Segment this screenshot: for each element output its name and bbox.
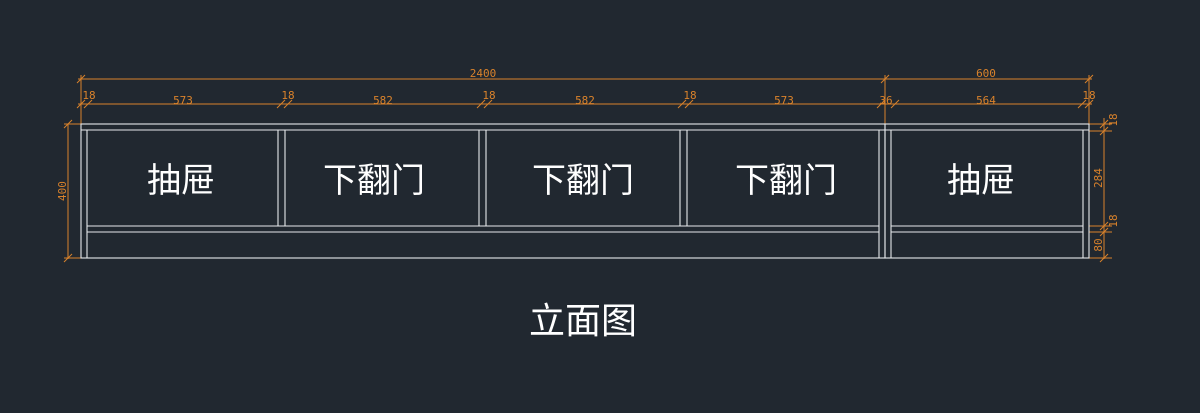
right-height-dimension: 18 284 18 80 [1089,113,1120,263]
dim-2400: 2400 [470,67,497,80]
dim-seg-8: 573 [774,94,794,107]
compartment-label-flap-door-2: 下翻门 [532,161,634,201]
dim-seg-11: 18 [1082,89,1095,102]
segment-dimension: 18 573 18 582 18 582 18 573 36 564 18 [76,89,1096,109]
dim-seg-5: 18 [482,89,495,102]
drawing-title: 立面图 [529,301,637,342]
compartment-label-drawer-right: 抽屉 [947,161,1015,201]
dim-400: 400 [56,181,69,201]
dim-seg-4: 582 [373,94,393,107]
dim-right-18-mid: 18 [1107,214,1120,227]
dim-seg-6: 582 [575,94,595,107]
dim-seg-9: 36 [879,94,892,107]
dim-600: 600 [976,67,996,80]
left-height-dimension: 400 [56,119,81,263]
side-cabinet-outline [884,123,1090,259]
dim-right-284: 284 [1092,168,1105,188]
dim-seg-7: 18 [683,89,696,102]
compartment-label-flap-door-1: 下翻门 [323,161,425,201]
overall-dimension: 2400 600 [76,67,1094,125]
dim-right-18-top: 18 [1107,113,1120,126]
dim-seg-1: 18 [82,89,95,102]
compartment-label-drawer-left: 抽屉 [147,161,215,201]
dim-seg-10: 564 [976,94,996,107]
compartment-label-flap-door-3: 下翻门 [735,161,837,201]
dim-seg-3: 18 [281,89,294,102]
dim-right-80: 80 [1092,238,1105,251]
dim-seg-2: 573 [173,94,193,107]
cabinet-elevation [80,123,1090,259]
